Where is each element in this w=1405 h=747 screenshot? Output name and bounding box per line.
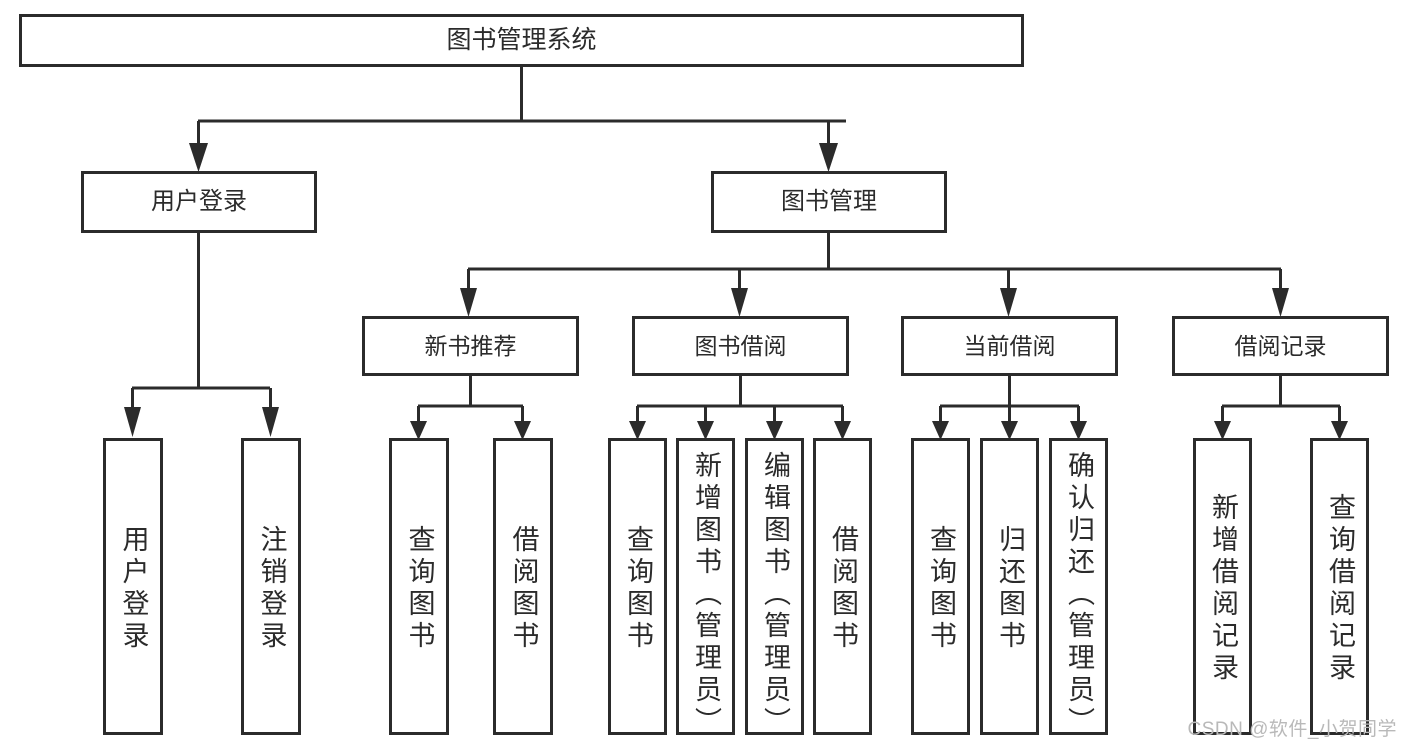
leaf-logout-login-label: 注销登录 xyxy=(256,524,287,653)
leaf-add-book-inner: 新增图书（管理员） xyxy=(679,445,732,739)
watermark-text: CSDN @软件_小贺同学 xyxy=(1187,719,1397,740)
leaf-query-book-borrow-inner: 查询图书 xyxy=(611,445,664,732)
node-borrow-record[interactable]: 借阅记录 xyxy=(1172,316,1389,376)
leaf-add-book-label: 新增图书（管理员） xyxy=(691,451,721,739)
leaf-add-borrow-record[interactable]: 新增借阅记录 xyxy=(1193,438,1252,735)
node-user-login[interactable]: 用户登录 xyxy=(81,171,317,233)
leaf-return-book-inner: 归还图书 xyxy=(983,445,1036,732)
leaf-query-borrow-record-inner: 查询借阅记录 xyxy=(1313,445,1366,732)
node-current-borrow[interactable]: 当前借阅 xyxy=(901,316,1118,376)
leaf-confirm-return-label: 确认归还（管理员） xyxy=(1064,451,1094,739)
leaf-query-book-recommend[interactable]: 查询图书 xyxy=(389,438,449,735)
leaf-borrow-book-recommend[interactable]: 借阅图书 xyxy=(493,438,553,735)
leaf-query-borrow-record[interactable]: 查询借阅记录 xyxy=(1310,438,1369,735)
leaf-query-book-borrow-label: 查询图书 xyxy=(623,524,653,653)
leaf-borrow-book-label: 借阅图书 xyxy=(828,524,858,653)
node-root-system[interactable]: 图书管理系统 xyxy=(19,14,1024,67)
leaf-logout-login[interactable]: 注销登录 xyxy=(241,438,301,735)
node-book-borrow[interactable]: 图书借阅 xyxy=(632,316,849,376)
leaf-user-login[interactable]: 用户登录 xyxy=(103,438,163,735)
leaf-query-book-current-inner: 查询图书 xyxy=(914,445,967,732)
leaf-query-book-current[interactable]: 查询图书 xyxy=(911,438,970,735)
leaf-edit-book-label: 编辑图书（管理员） xyxy=(760,451,790,739)
leaf-user-login-inner: 用户登录 xyxy=(106,445,160,732)
leaf-edit-book-inner: 编辑图书（管理员） xyxy=(748,445,801,739)
leaf-query-book-borrow[interactable]: 查询图书 xyxy=(608,438,667,735)
leaf-confirm-return[interactable]: 确认归还（管理员） xyxy=(1049,438,1108,739)
node-new-book-recommend[interactable]: 新书推荐 xyxy=(362,316,579,376)
node-book-management[interactable]: 图书管理 xyxy=(711,171,947,233)
leaf-add-book[interactable]: 新增图书（管理员） xyxy=(676,438,735,739)
leaf-borrow-book[interactable]: 借阅图书 xyxy=(813,438,872,735)
leaf-query-book-current-label: 查询图书 xyxy=(926,524,956,653)
leaf-edit-book[interactable]: 编辑图书（管理员） xyxy=(745,438,804,739)
leaf-logout-login-inner: 注销登录 xyxy=(244,445,298,732)
leaf-add-borrow-record-label: 新增借阅记录 xyxy=(1208,492,1238,685)
leaf-query-book-recommend-label: 查询图书 xyxy=(404,524,435,653)
leaf-user-login-label: 用户登录 xyxy=(118,524,149,653)
leaf-borrow-book-recommend-label: 借阅图书 xyxy=(508,524,539,653)
leaf-borrow-book-inner: 借阅图书 xyxy=(816,445,869,732)
leaf-confirm-return-inner: 确认归还（管理员） xyxy=(1052,445,1105,739)
leaf-query-borrow-record-label: 查询借阅记录 xyxy=(1325,492,1355,685)
leaf-return-book-label: 归还图书 xyxy=(995,524,1025,653)
leaf-query-book-recommend-inner: 查询图书 xyxy=(392,445,446,732)
leaf-borrow-book-recommend-inner: 借阅图书 xyxy=(496,445,550,732)
leaf-return-book[interactable]: 归还图书 xyxy=(980,438,1039,735)
leaf-add-borrow-record-inner: 新增借阅记录 xyxy=(1196,445,1249,732)
